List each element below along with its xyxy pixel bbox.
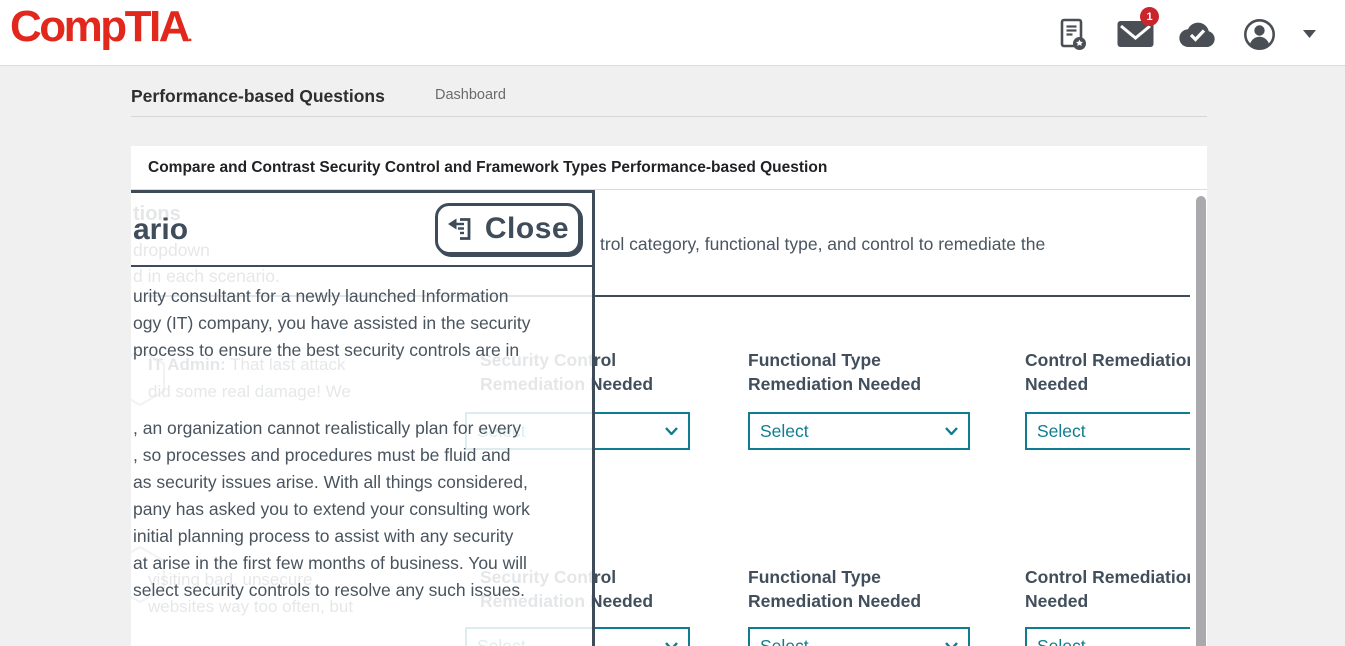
modal-heading: ario <box>133 213 189 246</box>
header-icon-group: 1 <box>1053 7 1317 52</box>
logo-text: CompTIA <box>10 2 191 51</box>
avatar-icon[interactable] <box>1239 16 1279 52</box>
question-title-bar: Compare and Contrast Security Control an… <box>131 146 1207 190</box>
caret-down-icon[interactable] <box>1301 16 1317 52</box>
scenario-modal: ario Close urity consultant for a newly … <box>131 190 595 646</box>
chevron-down-icon <box>665 642 678 646</box>
functional-type-select-2[interactable]: Select <box>748 627 970 646</box>
scenario-line: process to ensure the best security cont… <box>133 340 520 360</box>
modal-divider <box>131 265 592 267</box>
functional-type-select-1[interactable]: Select <box>748 412 970 450</box>
scenario-line: at arise in the first few months of busi… <box>133 553 527 573</box>
top-header: CompTIA. 1 <box>0 0 1345 66</box>
close-exit-icon <box>447 218 471 240</box>
scenario-line: ogy (IT) company, you have assisted in t… <box>133 313 531 333</box>
instruction-text: trol category, functional type, and cont… <box>600 234 1046 254</box>
control-remediation-select-2[interactable]: Select <box>1025 627 1190 646</box>
scenario-line: select security controls to resolve any … <box>133 580 525 600</box>
chevron-down-icon <box>945 427 958 435</box>
scenario-line: as security issues arise. With all thing… <box>133 472 528 492</box>
close-label: Close <box>484 212 570 245</box>
breadcrumb-dashboard[interactable]: Dashboard <box>435 87 506 103</box>
scenario-line: pany has asked you to extend your consul… <box>133 499 530 519</box>
nav-divider <box>131 116 1207 117</box>
mail-icon[interactable]: 1 <box>1115 7 1159 52</box>
close-button[interactable]: Close <box>435 203 581 255</box>
scenario-text: urity consultant for a newly launched In… <box>133 283 531 604</box>
cloud-sync-icon[interactable] <box>1177 16 1217 52</box>
question-title: Compare and Contrast Security Control an… <box>148 159 828 176</box>
logo-registered-mark: . <box>188 28 193 45</box>
scenario-line: , an organization cannot realistically p… <box>133 418 522 438</box>
chevron-down-icon <box>665 427 678 435</box>
scrollbar-thumb[interactable] <box>1196 196 1206 646</box>
notification-badge: 1 <box>1140 7 1159 26</box>
scenario-line: initial planning process to assist with … <box>133 526 514 546</box>
comptia-logo[interactable]: CompTIA. <box>10 2 192 52</box>
scenario-line: urity consultant for a newly launched In… <box>133 286 509 306</box>
certificate-document-icon[interactable] <box>1053 16 1093 52</box>
section-divider <box>148 295 1190 297</box>
scenario-line: , so processes and procedures must be fl… <box>133 445 511 465</box>
control-remediation-select-1[interactable]: Select <box>1025 412 1190 450</box>
page-title: Performance-based Questions <box>131 86 385 106</box>
chevron-down-icon <box>945 642 958 646</box>
